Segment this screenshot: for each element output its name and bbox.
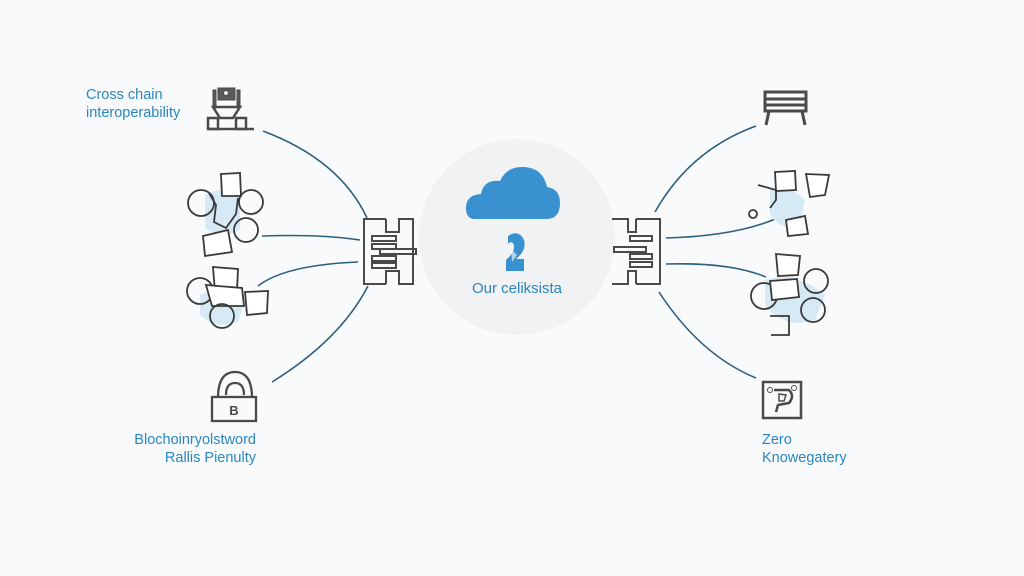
puzzle-icon-left-2 [186, 266, 269, 329]
label-cross-chain: Cross chain interoperability [86, 86, 180, 122]
puzzle-icon-right-1 [748, 170, 831, 237]
connector-line-zero-knowledge [658, 291, 757, 379]
hub-label: Our celiksista [471, 280, 563, 297]
label-line: Blochoinryolstword [134, 432, 256, 448]
connector-line-bench [654, 125, 757, 213]
cloud-icon [466, 166, 560, 219]
puzzle-icon-left-1 [187, 172, 264, 258]
connector-line-cross-chain [262, 130, 368, 219]
label-line: interoperability [86, 105, 181, 121]
lock-icon: B [210, 370, 258, 423]
connector-line-left-puzzle-2 [257, 261, 359, 287]
connector-line-right-puzzle-1 [665, 215, 783, 239]
connector-line-left-puzzle-1 [261, 234, 361, 241]
right-gateway-icon [612, 218, 661, 285]
label-line: Knowegatery [762, 450, 847, 466]
connector-line-blockchain-security [271, 285, 369, 383]
label-line: Cross chain [86, 87, 163, 103]
connector-line-right-puzzle-2 [665, 262, 767, 278]
label-line: Rallis Pienulty [164, 450, 256, 466]
left-gateway-icon [363, 218, 417, 285]
shield-p-icon [761, 380, 803, 420]
label-line: Zero [762, 432, 792, 448]
label-blockchain-security: Blochoinryolstword Rallis Pienulty [112, 431, 256, 467]
hub-badge-icon [506, 233, 525, 271]
bench-icon [763, 90, 808, 126]
svg-text:B: B [229, 403, 238, 418]
puzzle-icon-right-2 [750, 253, 829, 336]
label-zero-knowledge: Zero Knowegatery [762, 431, 847, 467]
bridge-icon [206, 87, 254, 131]
